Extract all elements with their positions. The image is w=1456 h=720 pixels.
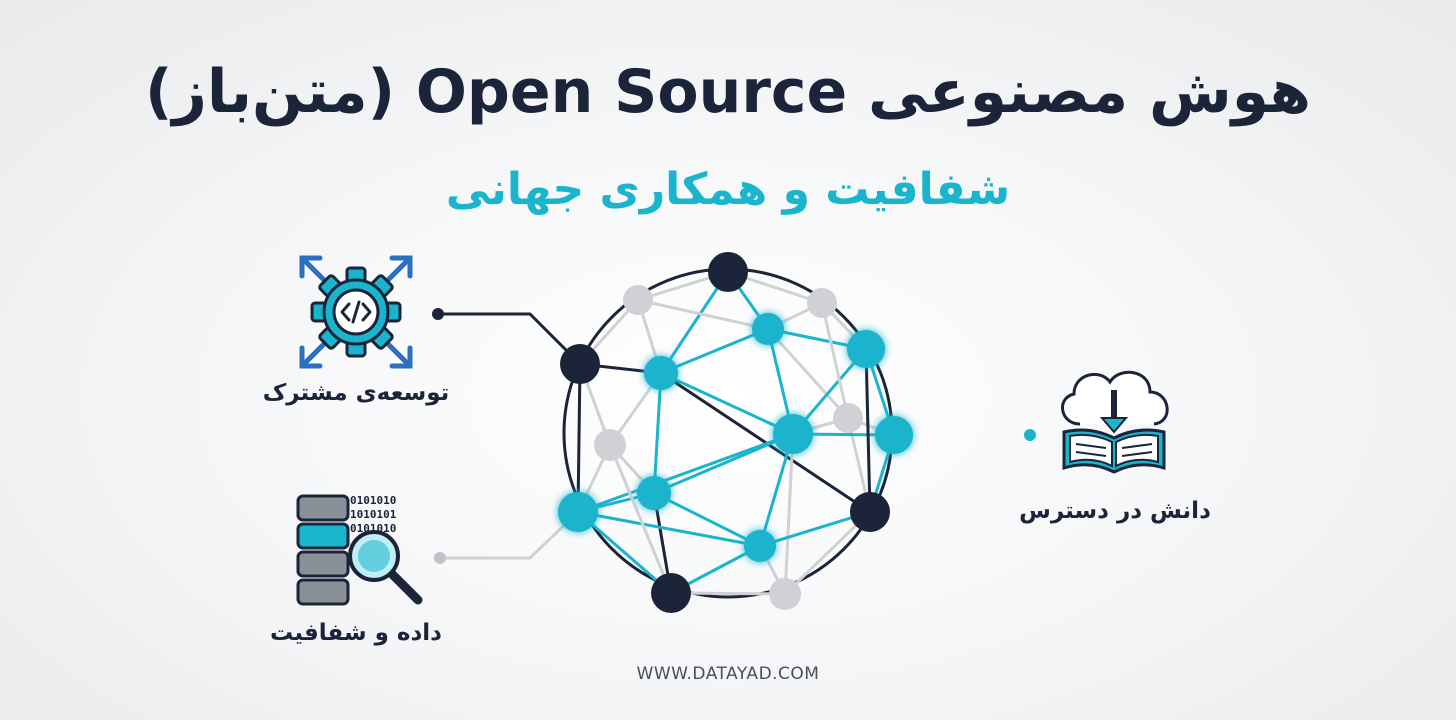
network-node-teal: [637, 476, 671, 510]
network-edge: [783, 433, 795, 595]
feature-label-data: داده و شفافیت: [270, 620, 442, 646]
footer-url: WWW.DATAYAD.COM: [636, 664, 820, 684]
network-edge: [608, 444, 673, 594]
network-node-teal: [752, 313, 784, 345]
network-node-teal: [875, 416, 913, 454]
network-edge: [659, 271, 730, 374]
network-edge: [653, 491, 761, 548]
network-node-navy: [708, 252, 748, 292]
connector-dot-development: [432, 308, 444, 320]
gear-code-icon: [290, 246, 422, 378]
database-search-icon: 0101010 1010101 0101010: [292, 490, 432, 610]
svg-text:1010101: 1010101: [350, 508, 397, 521]
connector-lines: [432, 308, 1036, 564]
network-node-gray: [623, 285, 653, 315]
connector-dot-knowledge: [1024, 429, 1036, 441]
network-node-navy: [651, 573, 691, 613]
connector-data: [440, 510, 580, 560]
network-edge: [637, 298, 769, 331]
network-node-gray: [807, 288, 837, 318]
network-edge: [576, 363, 582, 513]
network-node-teal: [847, 330, 885, 368]
feature-label-knowledge: دانش در دسترس: [1019, 498, 1211, 524]
page-subtitle: شفافیت و همکاری جهانی: [445, 164, 1011, 215]
network-edge: [577, 432, 794, 514]
network-edge: [766, 327, 850, 420]
connector-dot-data: [434, 552, 446, 564]
network-edge: [577, 510, 672, 595]
network-edge: [660, 371, 794, 436]
network-node-gray: [833, 403, 863, 433]
svg-text:0101010: 0101010: [350, 494, 396, 507]
feature-label-development: توسعه‌ی مشترک: [262, 380, 450, 406]
network-edge: [820, 302, 850, 419]
network-node-teal: [773, 414, 813, 454]
network-node-gray: [769, 578, 801, 610]
network-node-navy: [850, 492, 890, 532]
svg-text:0101010: 0101010: [350, 522, 396, 535]
network-edge: [577, 510, 761, 548]
network-nodes: [558, 252, 913, 613]
network-edge: [864, 348, 872, 513]
network-edge: [652, 372, 663, 494]
network-node-navy: [560, 344, 600, 384]
cloud-book-icon: [1050, 364, 1180, 482]
page-title: هوش مصنوعی Open Source (متن‌باز): [144, 57, 1312, 127]
network-node-teal: [644, 356, 678, 390]
network-edge: [660, 327, 769, 375]
network-node-teal: [744, 530, 776, 562]
network-node-teal: [558, 492, 598, 532]
connector-development: [438, 312, 582, 366]
network-node-gray: [594, 429, 626, 461]
